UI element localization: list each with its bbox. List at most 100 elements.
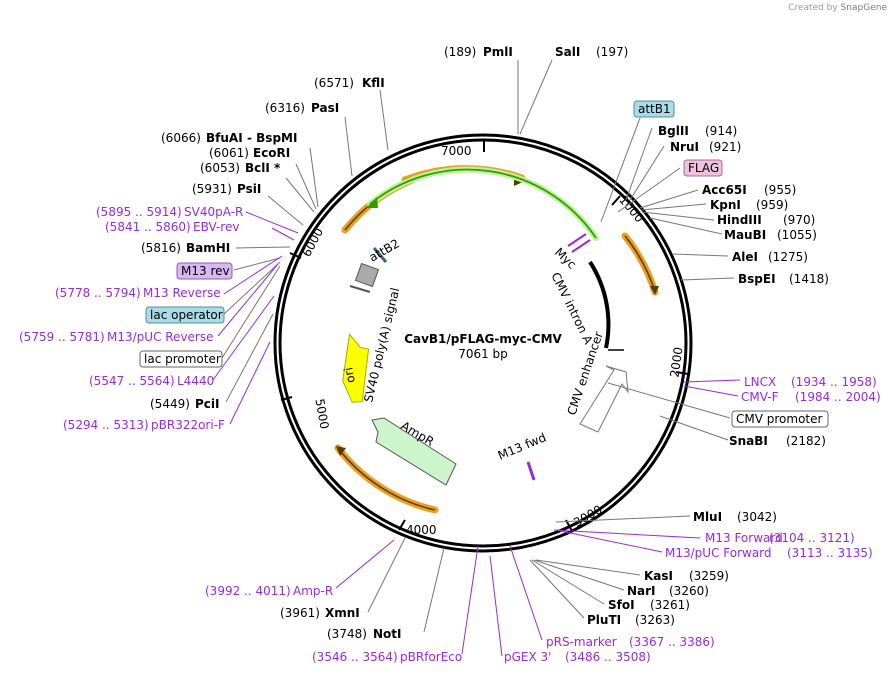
- orf-arc-right: [621, 232, 659, 296]
- line-snabi: [659, 415, 729, 441]
- bspei-name: BspEI: [738, 272, 776, 286]
- tick-label-3000: 3000: [571, 502, 604, 529]
- tick-2000: [675, 371, 689, 375]
- bspei-pos: (1418): [789, 272, 829, 286]
- pasi-name: PasI: [311, 101, 339, 115]
- sali-name: SalI: [555, 45, 580, 59]
- pasi-pos: (6316): [265, 101, 305, 115]
- line-kfli: [379, 89, 389, 151]
- enzyme-labels: (189) PmlI SalI (197) (6571) KflI (6316)…: [141, 45, 829, 641]
- line-sali: [519, 59, 553, 135]
- kpni-pos: (959): [756, 198, 788, 212]
- line-cmv-f: [683, 385, 739, 397]
- acc65i-name: Acc65I: [702, 183, 747, 197]
- line-pasi: [344, 116, 353, 177]
- flag-label: FLAG: [688, 161, 719, 175]
- plasmid-length: 7061 bp: [458, 347, 508, 361]
- sv40-box: [354, 262, 380, 288]
- tick-label-2000: 2000: [667, 346, 685, 378]
- line-nari: [533, 559, 625, 591]
- lncx-name: LNCX: [744, 375, 776, 389]
- line-pcii: [225, 313, 274, 403]
- bfuai-pos: (6066): [161, 131, 201, 145]
- cmv-f-range: (1984 .. 2004): [795, 390, 881, 404]
- line-kpni: [640, 203, 707, 211]
- attb1-label: attB1: [638, 102, 671, 116]
- tick-label-6000: 6000: [299, 226, 326, 260]
- sali-pos: (197): [596, 45, 628, 59]
- amp-r-range: (3992 .. 4011): [205, 584, 291, 598]
- ecori-pos: (6061): [209, 146, 249, 160]
- sv40pa-r-range: (5895 .. 5914): [96, 205, 182, 219]
- lac-operator-label: lac operator: [150, 308, 223, 322]
- line-psii: [267, 195, 304, 226]
- m13puc-forward-name: M13/pUC Forward: [665, 546, 772, 560]
- nrui-pos: (921): [709, 140, 741, 154]
- lncx-range: (1934 .. 1958): [791, 375, 877, 389]
- m13puc-reverse-range: (5759 .. 5781): [19, 330, 105, 344]
- cmv-promoter-box: [731, 410, 829, 428]
- tick-label-4000: 4000: [406, 523, 437, 537]
- pbr322ori-f-range: (5294 .. 5313): [63, 418, 149, 432]
- kasi-pos: (3259): [689, 569, 729, 583]
- mlui-name: MluI: [693, 510, 722, 524]
- line-bamhi: [235, 246, 291, 249]
- pgex3-name: pGEX 3': [504, 650, 551, 664]
- line-flag: [617, 167, 681, 213]
- bspmi-name: - BspMI: [247, 131, 297, 145]
- flag-box: [683, 159, 723, 177]
- bamhi-name: BamHI: [186, 241, 230, 255]
- line-maubi: [649, 217, 723, 235]
- watermark-brand: SnapGene: [840, 3, 887, 13]
- pluti-pos: (3263): [635, 613, 675, 627]
- m13-forward-range: (3104 .. 3121): [769, 531, 855, 545]
- kfli-name: KflI: [362, 76, 385, 90]
- line-sv40pa-r: [245, 211, 299, 234]
- xmni-name: XmnI: [325, 606, 360, 620]
- pmli-pos: (189): [444, 45, 476, 59]
- sv40-signal-label: SV40 poly(A) signal: [361, 286, 402, 403]
- m13puc-forward-range: (3113 .. 3135): [787, 546, 873, 560]
- pbrforeco-range: (3546 .. 3564): [312, 650, 398, 664]
- line-attb1: [600, 117, 641, 223]
- alei-name: AleI: [732, 250, 758, 264]
- line-pgex3: [489, 555, 503, 657]
- boxed-labels: attB1 FLAG M13 rev lac operator lac prom…: [139, 100, 829, 428]
- plasmid-name: CavB1/pFLAG-myc-CMV: [404, 332, 562, 346]
- kfli-pos: (6571): [314, 76, 354, 90]
- bcli-name: BclI *: [245, 161, 281, 175]
- line-pbrforeco: [461, 545, 479, 655]
- ori-label: ori: [341, 366, 358, 384]
- line-noti: [423, 547, 445, 633]
- orf-arc-top-left: [341, 176, 416, 234]
- xmni-pos: (3961): [280, 606, 320, 620]
- line-sfoi: [531, 559, 605, 605]
- prs-marker-name: pRS-marker: [546, 635, 617, 649]
- attb1-box: [633, 100, 675, 118]
- tick-label-7000: 7000: [441, 144, 472, 158]
- kpni-name: KpnI: [710, 198, 741, 212]
- amp-r-name: Amp-R: [293, 584, 333, 598]
- bglii-name: BglII: [658, 124, 689, 138]
- line-cmv-promoter: [607, 382, 731, 419]
- pcii-pos: (5449): [150, 397, 190, 411]
- green-arc: [369, 168, 597, 239]
- pbrforeco-name: pBRforEco: [400, 650, 462, 664]
- m13rev-box: [176, 262, 233, 280]
- pgex3-range: (3486 .. 3508): [565, 650, 651, 664]
- ebv-rev-name: EBV-rev: [193, 220, 239, 234]
- line-nrui: [629, 145, 665, 201]
- line-ebv-rev: [271, 227, 295, 241]
- pcii-name: PciI: [195, 397, 220, 411]
- line-bcli: [285, 177, 315, 213]
- features: [334, 165, 659, 514]
- m13-forward-name: M13 Forward: [705, 531, 783, 545]
- myc-mark: [567, 233, 591, 253]
- line-ecori: [295, 163, 317, 210]
- line-lac-operator: [223, 261, 281, 315]
- cmv-intron-bar: [588, 260, 611, 349]
- noti-pos: (3748): [327, 627, 367, 641]
- line-l4440: [212, 295, 275, 381]
- ebv-rev-range: (5841 .. 5860): [105, 220, 191, 234]
- kasi-name: KasI: [644, 569, 673, 583]
